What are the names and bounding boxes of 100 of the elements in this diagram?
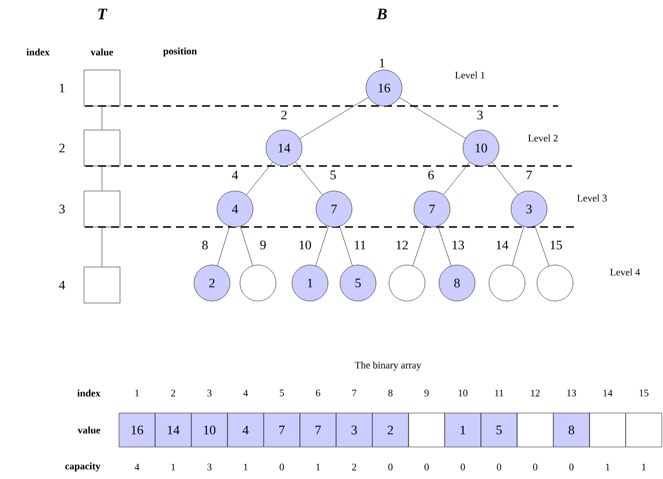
connector-line — [246, 162, 273, 196]
index-number: 5 — [280, 390, 284, 396]
connector-line — [534, 226, 550, 266]
row-header: value — [78, 426, 100, 434]
heading: T — [98, 8, 108, 20]
connector-line — [399, 97, 466, 139]
capacity-number: 1 — [642, 464, 646, 470]
connector-line — [295, 162, 323, 196]
level-label: Level 3 — [577, 194, 607, 202]
index-number: 6 — [316, 390, 320, 396]
capacity-number: 0 — [569, 464, 574, 470]
array-cell — [589, 412, 626, 448]
array-cell: 16 — [118, 412, 156, 448]
position-number: 9 — [260, 240, 266, 250]
index-number: 11 — [495, 390, 504, 396]
connector-line — [438, 226, 452, 266]
position-number: 12 — [396, 240, 408, 250]
position-number: 15 — [550, 240, 562, 250]
array-cell: 3 — [336, 412, 372, 448]
column-header: position — [163, 47, 197, 57]
position-number: 4 — [232, 170, 238, 180]
index-number: 1 — [135, 390, 139, 396]
tree-node: 1 — [292, 264, 328, 302]
capacity-number: 1 — [606, 464, 610, 470]
row-header: index — [77, 389, 100, 397]
capacity-number: 0 — [280, 464, 284, 470]
position-number: 13 — [452, 240, 464, 250]
capacity-number: 4 — [134, 464, 140, 470]
connector-line — [412, 226, 426, 266]
array-cell: 8 — [553, 412, 590, 448]
index-number: 3 — [59, 204, 65, 214]
capacity-number: 1 — [172, 464, 176, 470]
capacity-number: 0 — [460, 464, 465, 470]
index-number: 10 — [458, 390, 468, 396]
index-number: 2 — [59, 144, 65, 152]
index-number: 4 — [243, 390, 248, 396]
position-number: 8 — [202, 240, 208, 250]
connector-line — [443, 162, 470, 196]
capacity-number: 0 — [496, 464, 502, 470]
array-cell: 10 — [191, 412, 228, 448]
index-number: 8 — [388, 390, 393, 396]
index-number: 13 — [567, 390, 576, 396]
position-number: 10 — [300, 240, 311, 250]
position-number: 1 — [380, 58, 384, 68]
position-number: 2 — [281, 110, 287, 120]
column-header: value — [90, 48, 114, 56]
capacity-number: 0 — [424, 464, 429, 470]
column-header: index — [26, 48, 50, 56]
array-cell: 2 — [372, 412, 409, 448]
array-cell — [626, 412, 662, 448]
level-label: Level 1 — [455, 71, 485, 79]
capacity-number: 1 — [244, 464, 248, 470]
tree-node: 10 — [462, 130, 500, 166]
capacity-number: 0 — [533, 464, 538, 470]
connector-line — [315, 226, 329, 266]
array-cell: 5 — [480, 412, 518, 448]
tree-node: 5 — [340, 264, 376, 302]
array-cell: 4 — [227, 412, 264, 448]
position-number: 11 — [354, 240, 366, 250]
index-number: 15 — [640, 390, 648, 396]
array-cell: 7 — [300, 412, 336, 448]
connector-line — [512, 226, 524, 266]
tree-node: 7 — [414, 190, 450, 228]
index-number: 4 — [59, 280, 66, 290]
tree-node: 8 — [438, 264, 476, 302]
index-number: 12 — [531, 390, 540, 396]
index-number: 2 — [171, 390, 176, 396]
tree-node: 2 — [194, 264, 230, 302]
tree-node: 7 — [316, 190, 352, 228]
array-cell: 14 — [155, 412, 192, 448]
array-title: The binary array — [354, 361, 422, 371]
connector-line — [240, 226, 253, 266]
index-number: 14 — [603, 390, 612, 396]
connector-line — [299, 97, 369, 139]
capacity-number: 0 — [388, 464, 393, 470]
level-label: Level 4 — [610, 268, 640, 276]
position-number: 7 — [526, 170, 532, 180]
connector-line — [492, 162, 518, 195]
tree-node: 3 — [510, 190, 548, 228]
level-label: Level 2 — [528, 134, 558, 142]
connector-line — [217, 226, 230, 266]
index-number: 7 — [352, 390, 356, 396]
position-number: 3 — [477, 110, 483, 120]
position-number: 14 — [496, 240, 508, 250]
index-number: 9 — [424, 390, 429, 396]
tree-node: 16 — [366, 70, 402, 106]
tree-node: 4 — [216, 190, 254, 228]
connector-line — [339, 226, 353, 266]
index-number: 1 — [60, 84, 64, 92]
position-number: 6 — [428, 170, 434, 180]
capacity-number: 2 — [352, 464, 356, 470]
array-cell: 7 — [264, 412, 300, 448]
tree-node: 14 — [266, 130, 302, 166]
heading: B — [376, 8, 387, 20]
row-header: capacity — [65, 462, 100, 472]
capacity-number: 3 — [207, 464, 212, 470]
index-number: 3 — [207, 390, 212, 396]
capacity-number: 1 — [316, 464, 320, 470]
array-cell: 1 — [444, 412, 481, 448]
position-number: 5 — [330, 170, 336, 180]
